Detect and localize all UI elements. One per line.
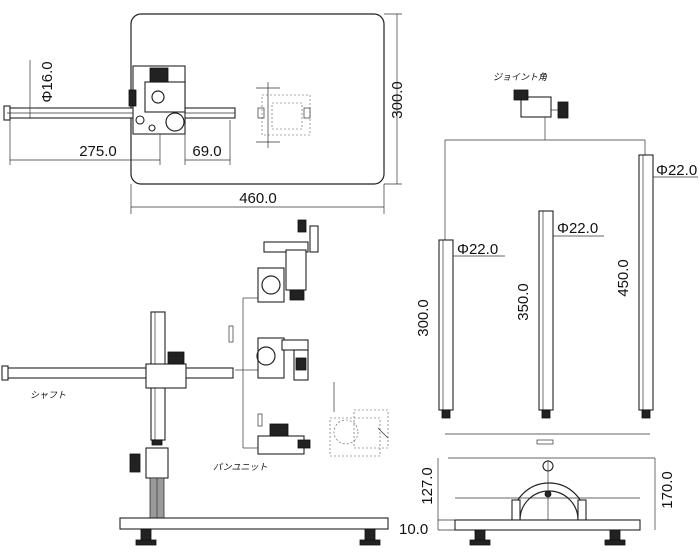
dim-pole-long-diameter: Φ22.0 bbox=[656, 162, 697, 179]
dim-base-total-height: 170.0 bbox=[659, 471, 676, 509]
base-plate-side bbox=[454, 519, 641, 531]
joint-part: ジョイント角 bbox=[493, 72, 569, 140]
pole-mid: Φ22.0 350.0 bbox=[515, 210, 604, 419]
label-shaft: シャフト bbox=[30, 391, 66, 401]
dim-shaft-offset: 275.0 bbox=[79, 143, 117, 160]
pan-unit-exploded: パンユニット bbox=[213, 219, 389, 473]
dim-pole-long-length: 450.0 bbox=[615, 259, 632, 297]
dim-pole-short-diameter: Φ22.0 bbox=[457, 241, 498, 258]
dim-shaft-diameter: Φ16.0 bbox=[39, 61, 56, 102]
dim-base-height: 127.0 bbox=[419, 467, 436, 505]
front-view: シャフト bbox=[1, 311, 389, 546]
top-view: 300.0 460.0 Φ16.0 bbox=[3, 13, 406, 214]
dim-clamp-offset: 69.0 bbox=[192, 143, 221, 160]
label-pan-unit: パンユニット bbox=[213, 462, 267, 473]
pole-long: Φ22.0 450.0 bbox=[615, 154, 698, 419]
base-plate-front bbox=[119, 517, 389, 530]
dim-base-plate-thickness: 10.0 bbox=[399, 521, 428, 538]
pole-short: Φ22.0 300.0 bbox=[415, 239, 505, 419]
shaft-front bbox=[4, 367, 234, 379]
dim-pole-short-length: 300.0 bbox=[415, 299, 432, 337]
dim-plate-depth: 300.0 bbox=[389, 81, 406, 119]
dim-pole-mid-diameter: Φ22.0 bbox=[557, 220, 598, 237]
pole-set: Φ22.0 300.0 Φ22.0 350.0 Φ22.0 450.0 bbox=[415, 139, 698, 435]
label-joint: ジョイント角 bbox=[493, 72, 548, 83]
dim-pole-mid-length: 350.0 bbox=[515, 283, 532, 321]
side-view: 127.0 10.0 170.0 bbox=[399, 439, 676, 546]
dim-plate-width: 460.0 bbox=[239, 190, 277, 207]
pan-unit-ghost-top bbox=[256, 82, 311, 148]
